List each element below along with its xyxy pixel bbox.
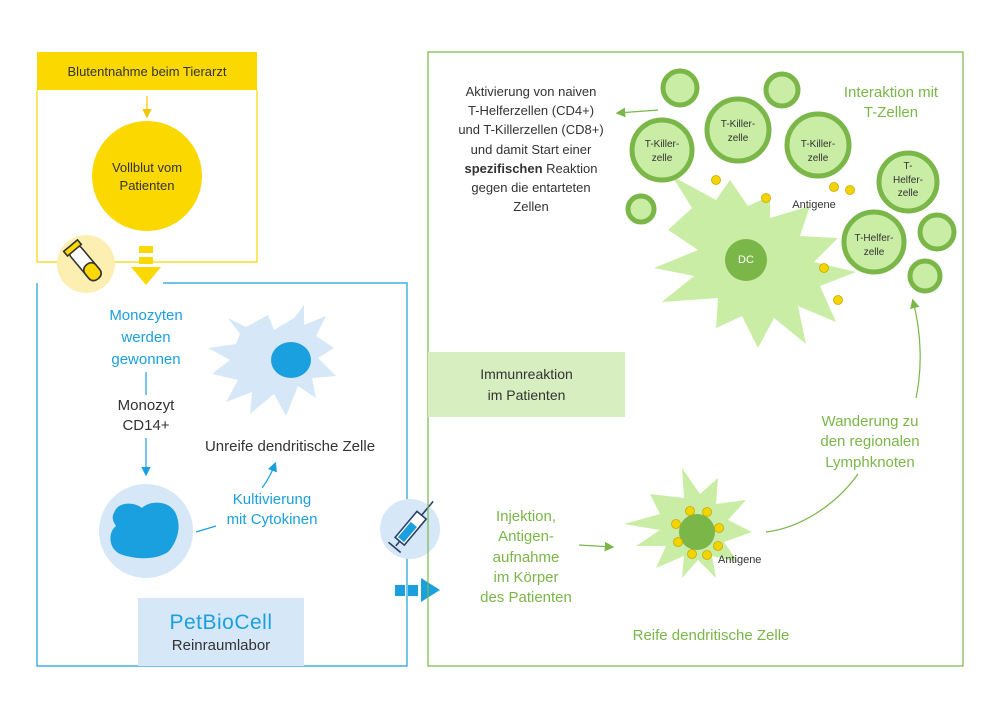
petbiocell-logo: PetBioCell xyxy=(169,610,273,634)
t-killer-cell-3-label: T-Killer-zelle xyxy=(800,139,836,164)
arrow-migration-to-t-cells xyxy=(910,298,921,399)
syringe-icon xyxy=(380,499,440,559)
arrow-cultivation-to-immature-dc xyxy=(261,461,277,489)
dc-antigens xyxy=(711,175,855,305)
immature-dc-nucleus xyxy=(271,342,311,378)
blood-tube-icon xyxy=(57,235,115,293)
t-helper-cell-2-label: T-Helfer-zelle xyxy=(854,233,894,258)
immature-dc-label: Unreife dendritische Zelle xyxy=(204,438,376,455)
mature-dc-antigens xyxy=(671,506,724,560)
mature-dc-label: Reife dendritische Zelle xyxy=(632,627,790,644)
monocyte-nucleus xyxy=(110,502,179,559)
petbiocell-lab-box: PetBioCell Reinraumlabor xyxy=(138,598,304,666)
t-cells xyxy=(625,68,957,294)
dc-label: DC xyxy=(738,254,754,266)
line-mature-dc-to-migration xyxy=(765,473,859,533)
dc-antigens-label: Antigene xyxy=(792,199,836,211)
blue-right-arrow xyxy=(395,578,440,602)
mature-antigens-label: Antigene xyxy=(718,554,762,566)
yellow-down-arrow xyxy=(131,246,161,285)
line-monocyte-to-cultivation xyxy=(195,525,217,533)
arrow-t-cells-to-activation xyxy=(615,107,659,118)
blood-draw-label: Blutentnahme beim Tierarzt xyxy=(37,52,257,90)
activation-text: Aktivierung von naiven T-Helferzellen (C… xyxy=(458,84,604,215)
t-helper-cell-1-label: T-Helfer-zelle xyxy=(892,161,923,199)
dc-nucleus xyxy=(725,239,767,281)
mature-dc-nucleus xyxy=(679,514,715,550)
t-killer-cell-1-label: T-Killer-zelle xyxy=(644,139,680,164)
whole-blood-circle xyxy=(92,121,202,231)
lab-frame xyxy=(36,282,408,667)
lab-name: Reinraumlabor xyxy=(171,636,271,654)
arrow-injection-to-mature-dc xyxy=(578,541,615,552)
t-killer-cell-2-label: T-Killer-zelle xyxy=(720,119,756,144)
